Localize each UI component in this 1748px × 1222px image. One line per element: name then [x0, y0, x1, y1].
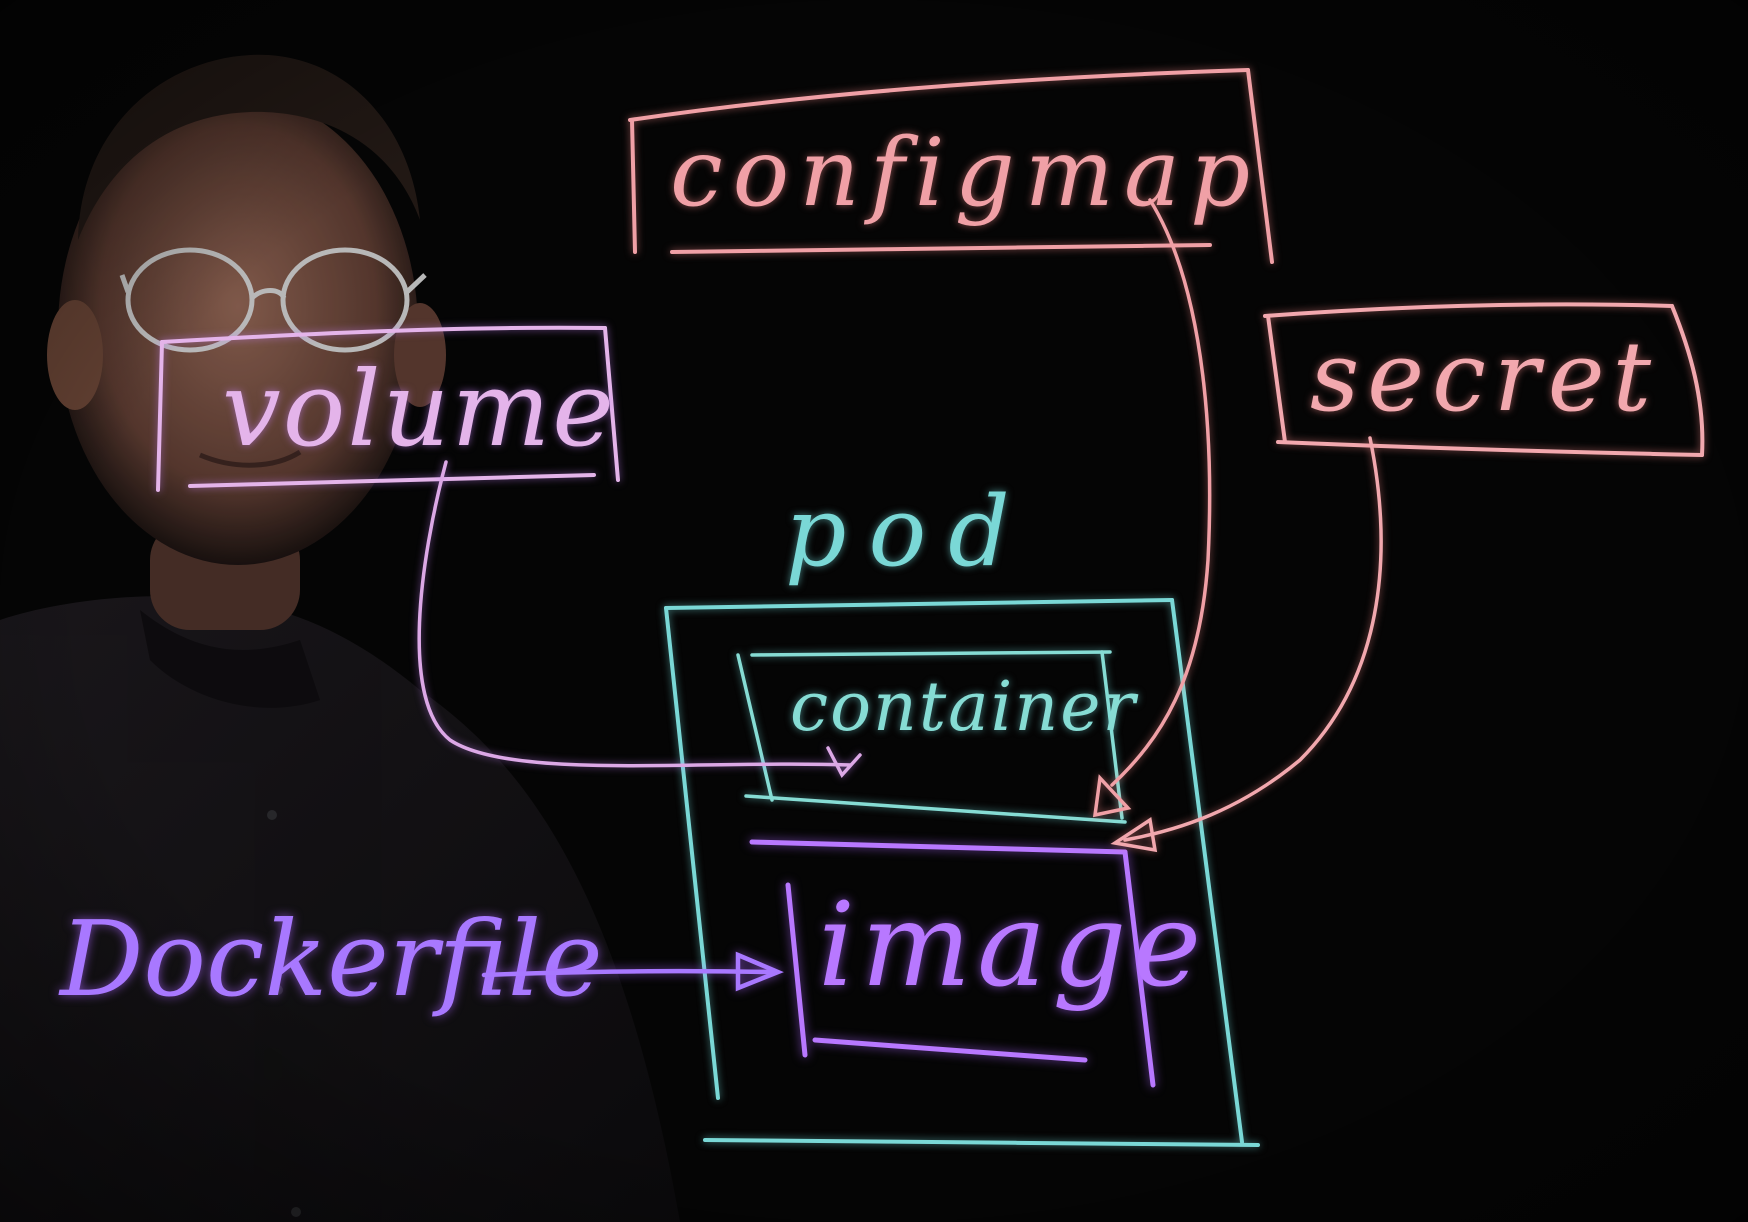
image-box [749, 839, 1156, 1088]
pod-box [664, 598, 1260, 1147]
arrowhead-icon [735, 951, 784, 992]
secret-box [1263, 302, 1705, 457]
volume-box [156, 325, 620, 492]
volume-to-container-arrow [417, 460, 862, 779]
arrowhead-icon [1110, 817, 1158, 853]
dockerfile-label: Dockerfile [58, 898, 603, 1020]
secret-label: secret [1310, 321, 1659, 433]
volume-label: volume [222, 348, 616, 470]
pod-label: pod [785, 476, 1032, 588]
configmap-label: configmap [670, 119, 1260, 228]
configmap-to-container-arrow [1092, 198, 1212, 818]
container-label: container [790, 668, 1138, 747]
container-box [736, 650, 1127, 824]
dockerfile-to-image-arrow [481, 951, 784, 992]
arrowhead-icon [826, 746, 862, 779]
arrowhead-icon [1092, 774, 1132, 818]
secret-to-image-arrow [1110, 436, 1383, 853]
image-label: image [818, 878, 1207, 1013]
configmap-box [628, 68, 1274, 264]
